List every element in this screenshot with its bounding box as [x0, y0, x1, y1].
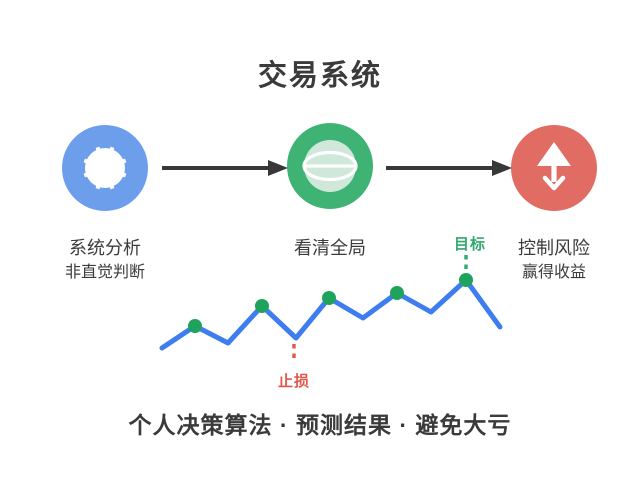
- trend-marker: [188, 319, 202, 333]
- step-sublabel-analysis: 非直觉判断: [64, 264, 145, 281]
- trend-line: [159, 277, 503, 351]
- target-label: 目标: [453, 236, 487, 253]
- step-sublabel-risk: 赢得收益: [521, 264, 586, 281]
- ring-icon: [62, 125, 148, 211]
- flow-arrow-right-icon: [382, 148, 512, 188]
- trend-marker: [390, 286, 404, 300]
- step-label-overview: 看清全局: [294, 238, 366, 258]
- page-title: 交易系统: [257, 60, 382, 92]
- trend-marker: [255, 299, 269, 313]
- footer-caption: 个人决策算法 · 预测结果 · 避免大亏: [128, 412, 512, 438]
- up-down-arrow-icon: [511, 125, 597, 211]
- stop-loss-label: 止损: [277, 373, 311, 390]
- trend-marker: [459, 273, 473, 287]
- globe-eye-icon: [287, 123, 373, 209]
- trend-marker: [322, 291, 336, 305]
- step-label-analysis: 系统分析: [69, 238, 141, 258]
- flow-arrow-right-icon: [158, 148, 288, 188]
- step-label-risk: 控制风险: [518, 238, 590, 258]
